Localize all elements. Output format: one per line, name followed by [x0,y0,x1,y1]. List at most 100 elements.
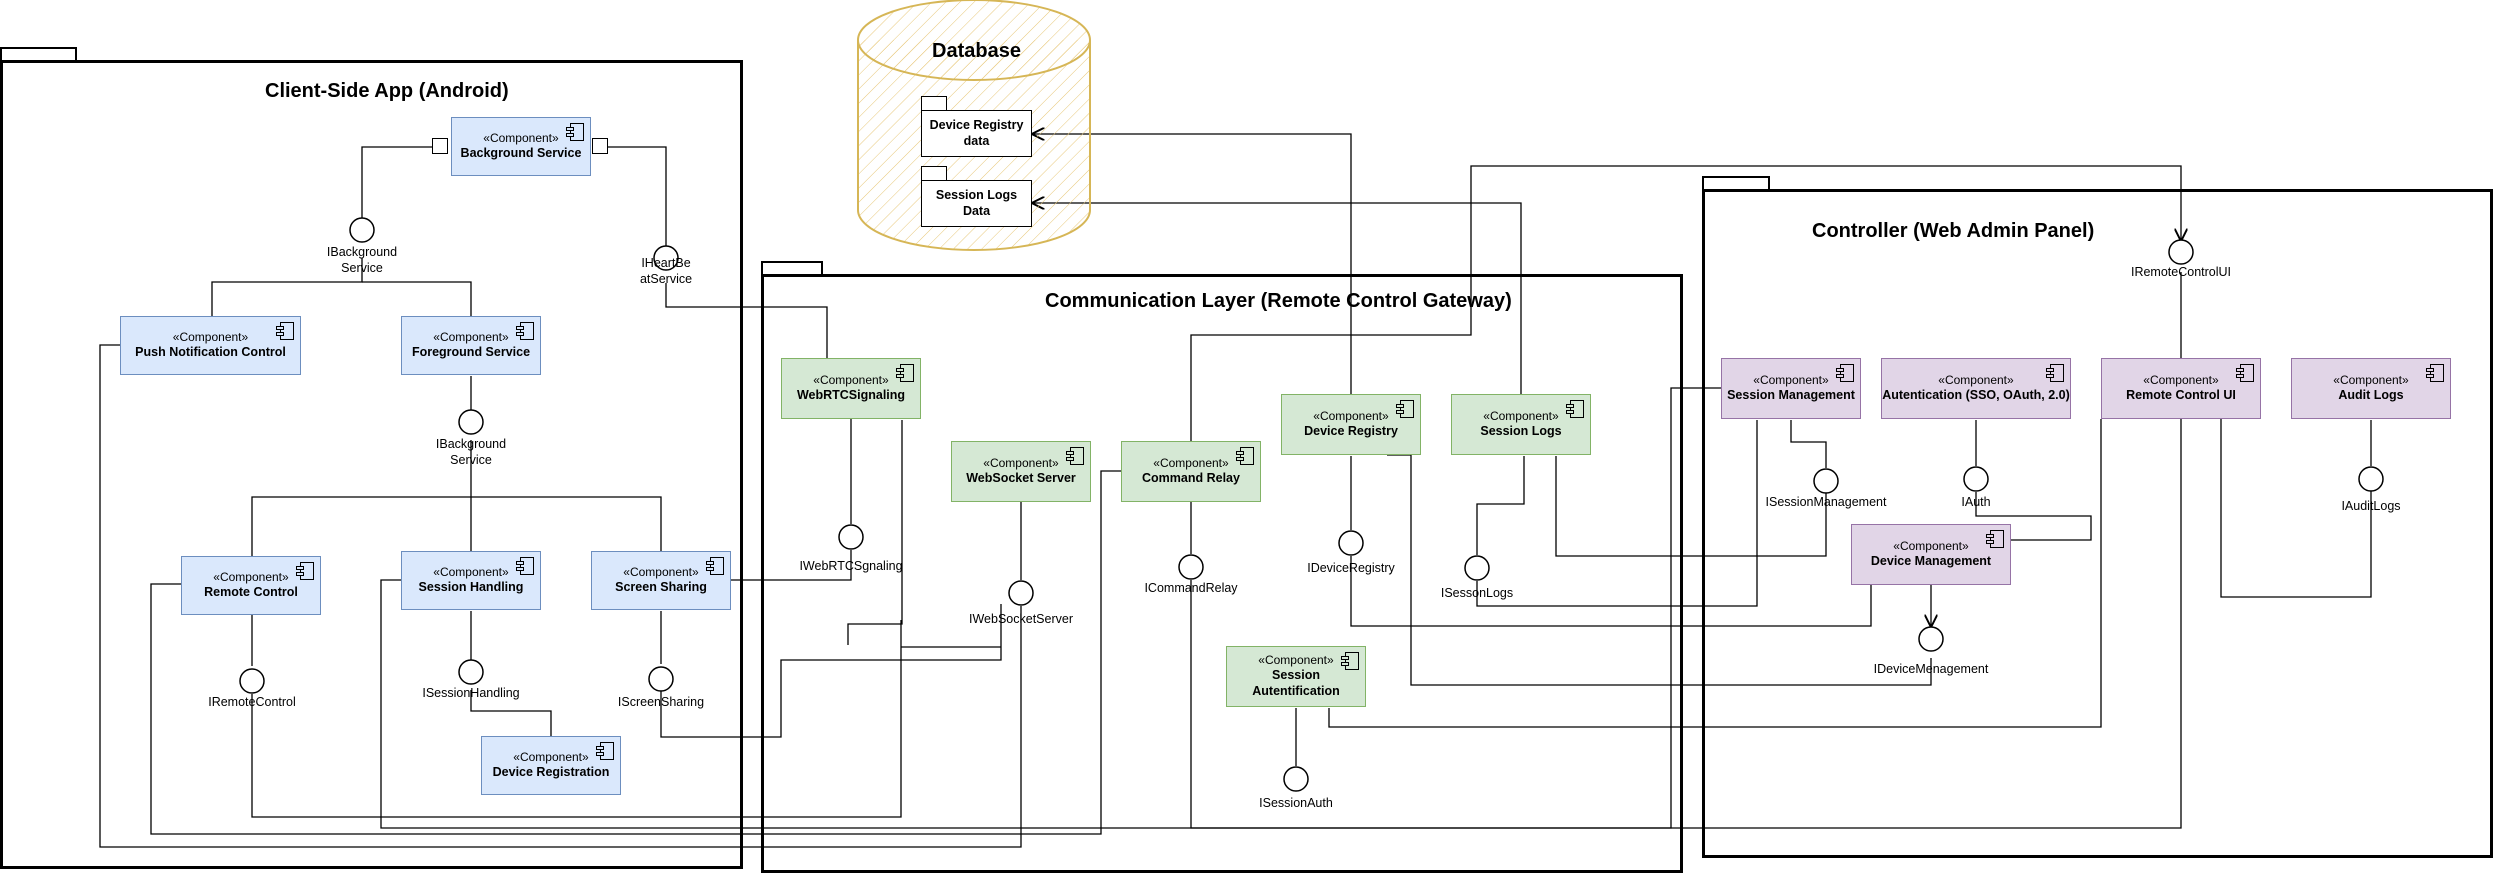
artifact-tab [921,96,947,110]
component-icon [2426,364,2444,382]
package-gateway-title: Communication Layer (Remote Control Gate… [1045,290,1512,312]
component-icon [1066,447,1084,465]
component-command-relay[interactable]: «Component» Command Relay [1121,441,1261,502]
ibackground-service-socket [349,217,375,243]
package-admin-title: Controller (Web Admin Panel) [1812,220,2095,242]
component-audit-logs[interactable]: «Component» Audit Logs [2291,358,2451,419]
database-title: Database [932,40,1021,62]
iface-label-isession-auth: ISessionAuth [1259,796,1333,810]
connector-screen-iwebrtc [731,550,852,581]
component-device-management[interactable]: «Component» Device Management [1851,524,2011,585]
connector-ibackground-push [211,258,363,316]
connector-relay-remoteui [1190,165,2181,454]
iface-label-ibackground-service: IBackground Service [326,245,398,275]
iface-label-iremote-control-ui: IRemoteControlUI [2130,265,2232,279]
connector-registry-idevmgmt [1387,454,1932,686]
component-icon [566,123,584,141]
iremote-control-ui-socket [2168,239,2194,265]
component-session-logs[interactable]: «Component» Session Logs [1451,394,1591,455]
connector-auth-remoteui [1328,419,2102,728]
connector-sessionmgmt-iface [1790,420,1827,468]
connector-heartbeat-webrtc [665,283,828,358]
package-tab [1702,176,1770,191]
artifact-tab [921,166,947,180]
artifact-device-registry-data: Device Registry data [921,110,1032,157]
iauth-socket [1963,466,1989,492]
connector-ilogs-sessionmgmt [1476,420,1758,607]
component-icon [1836,364,1854,382]
component-remote-control-ui[interactable]: «Component» Remote Control UI [2101,358,2261,419]
idevice-registry-socket [1338,530,1364,556]
package-client-side-app [0,60,743,869]
component-icon [276,322,294,340]
component-webrtc-signaling[interactable]: «Component» WebRTCSignaling [781,358,921,419]
iface-label-ibackground-service-2: IBackground Service [435,437,507,467]
iface-label-isession-logs: ISessonLogs [1440,586,1514,600]
package-web-admin-panel [1702,189,2493,858]
connector-logs-db [1033,203,1522,394]
connector-iregistry-devmgmt [1350,556,1872,627]
iface-label-iauth: IAuth [1961,495,1991,509]
connector-bg-iheartbeat [592,146,667,258]
component-screen-sharing[interactable]: «Component» Screen Sharing [591,551,731,610]
component-icon [706,557,724,575]
component-autentication[interactable]: «Component» Autentication (SSO, OAuth, 2… [1881,358,2071,419]
isession-logs-socket [1464,555,1490,581]
connector-registry-db [1033,134,1352,394]
iremote-control-socket [239,668,265,694]
iface-label-iheartbeat-service: IHeartBe atService [639,256,693,286]
iface-label-idevice-management: IDeviceMenagement [1873,662,1989,676]
connector-iauth-devmgmt [1975,492,2092,541]
port [592,138,608,154]
iheartbeat-service-socket [653,245,679,271]
iface-label-idevice-registry: IDeviceRegistry [1307,561,1395,575]
component-icon [516,557,534,575]
package-tab [0,47,77,62]
component-session-handling[interactable]: «Component» Session Handling [401,551,541,610]
iface-label-icommand-relay: ICommandRelay [1144,581,1238,595]
connector-bg-ibackground [361,146,432,230]
component-device-registry[interactable]: «Component» Device Registry [1281,394,1421,455]
connector-session-mgmt [380,387,1721,829]
port [432,138,448,154]
isession-handling-socket [458,659,484,685]
iface-label-iaudit-logs: IAuditLogs [2341,499,2401,513]
isession-auth-socket [1283,766,1309,792]
component-session-management[interactable]: «Component» Session Management [1721,358,1861,419]
connector-logs-isessionmgmt [1555,456,1827,557]
icommand-relay-socket [1178,554,1204,580]
connector-logs-iface [1476,456,1525,555]
component-icon [1341,652,1359,670]
component-icon [1236,447,1254,465]
ibackground-service-2-socket [458,409,484,435]
connector-isession-devreg [470,690,552,736]
component-icon [596,742,614,760]
iface-label-iwebsocket-server: IWebSocketServer [969,612,1073,626]
component-device-registration[interactable]: «Component» Device Registration [481,736,621,795]
connector-ibackground-foreground [362,281,472,316]
package-tab [761,261,823,276]
component-icon [896,364,914,382]
component-session-autentification[interactable]: «Component» Session Autentification [1226,646,1366,707]
connector-remote-relay [150,470,1121,835]
connector-iscreen-websocket [660,604,1002,738]
connector-push-websocket [99,344,1022,848]
component-foreground-service[interactable]: «Component» Foreground Service [401,316,541,375]
component-icon [296,562,314,580]
component-icon [1396,400,1414,418]
component-background-service[interactable]: «Component» Background Service [451,117,591,176]
component-websocket-server[interactable]: «Component» WebSocket Server [951,441,1091,502]
component-icon [2046,364,2064,382]
component-icon [1566,400,1584,418]
connector-ibackground2-remote [251,440,472,556]
connector-ibackground2-screen [471,496,662,551]
iface-label-iscreen-sharing: IScreenSharing [617,695,705,709]
iface-label-iremote-control: IRemoteControl [208,695,296,709]
component-icon [516,322,534,340]
iface-label-isession-management: ISessionManagement [1765,495,1887,509]
component-remote-control[interactable]: «Component» Remote Control [181,556,321,615]
connector-irelay-remoteui [1190,419,2182,829]
component-push-notification-control[interactable]: «Component» Push Notification Control [120,316,301,375]
iwebsocket-server-socket [1008,580,1034,606]
